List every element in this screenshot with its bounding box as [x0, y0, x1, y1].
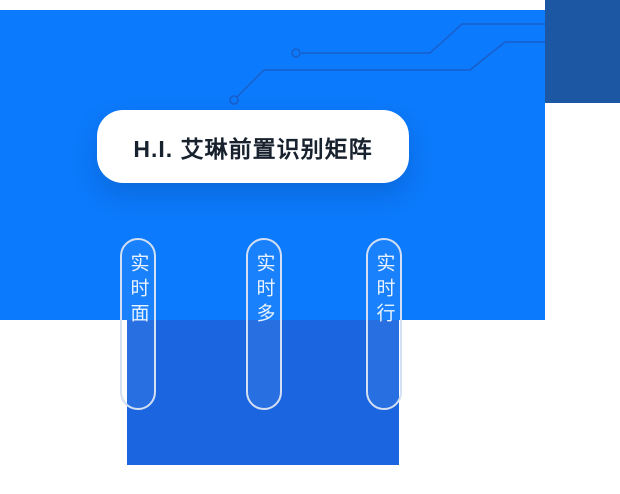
- feature-pill-1-label: 实时面: [127, 253, 149, 328]
- hero-panel: H.I. 艾琳前置识别矩阵 实时面 实时多 实时行: [0, 10, 545, 410]
- title-card: H.I. 艾琳前置识别矩阵: [97, 110, 409, 183]
- feature-pill-3: 实时行: [366, 238, 402, 410]
- corner-accent-panel: [545, 0, 620, 103]
- feature-pill-3-label: 实时行: [373, 253, 395, 328]
- feature-pill-2-label: 实时多: [253, 253, 275, 328]
- feature-pill-1: 实时面: [120, 238, 156, 410]
- page-title: H.I. 艾琳前置识别矩阵: [133, 135, 373, 162]
- feature-pill-2: 实时多: [246, 238, 282, 410]
